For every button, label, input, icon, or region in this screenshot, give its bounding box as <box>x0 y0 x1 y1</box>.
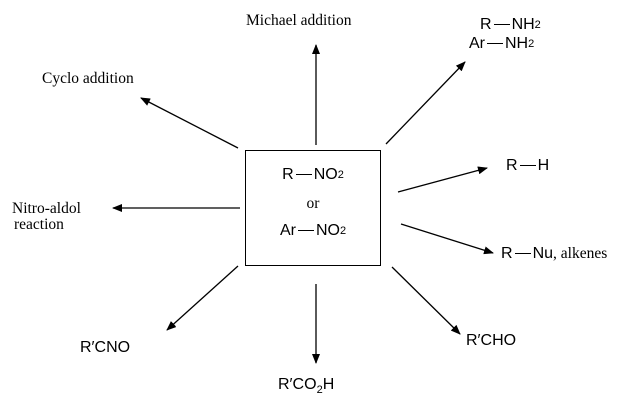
arrow-cyclo <box>140 97 239 149</box>
cyclo-addition-label: Cyclo addition <box>42 70 134 87</box>
r-cho-label: R′CHO <box>466 332 517 349</box>
center-or: or <box>306 195 320 212</box>
arrow-amines <box>385 61 466 145</box>
arrow-rh <box>397 166 488 193</box>
nitro-compound-box <box>245 150 381 266</box>
r-cno-label: R′CNO <box>80 339 131 356</box>
michael-addition-label: Michael addition <box>246 12 352 29</box>
arrow-rcho <box>391 266 461 335</box>
arrow-rnu <box>400 223 494 255</box>
nitro-aldol-label: Nitro-aldol reaction <box>12 200 81 233</box>
r-co2h-label: R′CO2H <box>278 376 335 396</box>
arrow-rcno <box>166 265 239 331</box>
